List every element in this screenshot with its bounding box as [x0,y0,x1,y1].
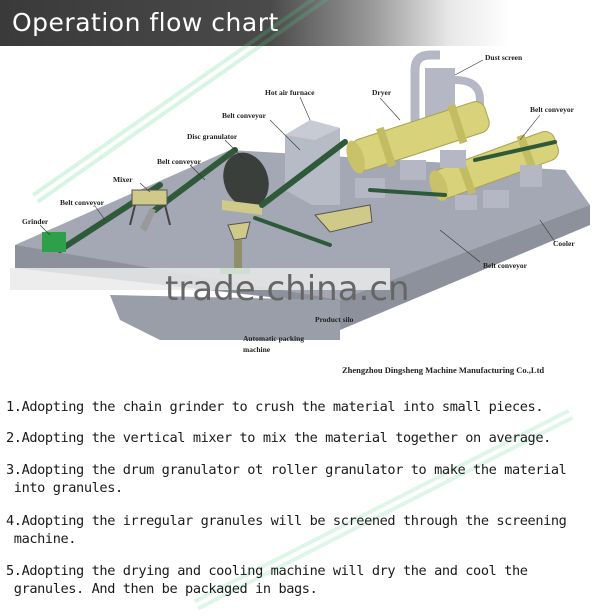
step-1: 1.Adopting the chain grinder to crush th… [6,398,544,416]
bottom-watermark-band [193,408,574,611]
step-5-line-2: granules. And then be packaged in bags. [6,581,318,597]
label-product-silo: Product silo [315,315,354,324]
label-belt-conveyor-5: Belt conveyor [483,261,528,270]
step-3: 3.Adopting the drum granulator ot roller… [6,461,567,497]
mixer [129,189,171,232]
step-3-line-2: into granules. [6,480,123,496]
label-grinder: Grinder [22,217,49,226]
label-belt-conveyor-4: Belt conveyor [60,198,105,207]
disc-granulator [222,152,269,215]
step-2-text: 2.Adopting the vertical mixer to mix the… [6,430,551,446]
step-5-line-1: 5.Adopting the drying and cooling machin… [6,563,528,579]
label-belt-conveyor-3: Belt conveyor [157,157,202,166]
step-4-line-2: machine. [6,531,77,547]
support-blocks [355,150,542,210]
company-name: Zhengzhou Dingsheng Machine Manufacturin… [342,365,544,375]
platform-lower [110,295,340,340]
screening-machine [314,204,373,233]
label-dryer: Dryer [372,88,392,97]
label-belt-conveyor-2: Belt conveyor [222,111,267,120]
leader-lines [39,59,556,263]
header-bar: Operation flow chart [0,0,600,46]
step-3-line-1: 3.Adopting the drum granulator ot roller… [6,462,567,478]
top-watermark-band [31,0,334,204]
trade-watermark: trade.china.cn [165,269,410,309]
trade-band [10,268,390,290]
grinder [42,232,66,252]
label-belt-conveyor-1: Belt conveyor [530,105,575,114]
step-4: 4.Adopting the irregular granules will b… [6,512,567,548]
label-packing-1: Automatic packing [243,334,304,343]
label-dust-screen: Dust screen [485,53,523,62]
dryer-drum [346,101,490,174]
step-4-line-1: 4.Adopting the irregular granules will b… [6,513,567,529]
step-2: 2.Adopting the vertical mixer to mix the… [6,429,551,447]
hot-air-furnace [285,120,340,205]
step-1-text: 1.Adopting the chain grinder to crush th… [6,399,544,415]
label-disc-granulator: Disc granulator [187,132,238,141]
step-5: 5.Adopting the drying and cooling machin… [6,562,528,598]
label-packing-2: machine [243,345,271,354]
label-mixer: Mixer [113,175,133,184]
label-hot-air-furnace: Hot air furnace [265,88,315,97]
belt-conveyors [57,139,557,253]
label-cooler: Cooler [553,239,575,248]
platform-front [15,205,590,330]
flow-diagram: trade.china.cn Dust screen Hot air furna… [10,0,590,375]
page-title: Operation flow chart [12,8,279,37]
